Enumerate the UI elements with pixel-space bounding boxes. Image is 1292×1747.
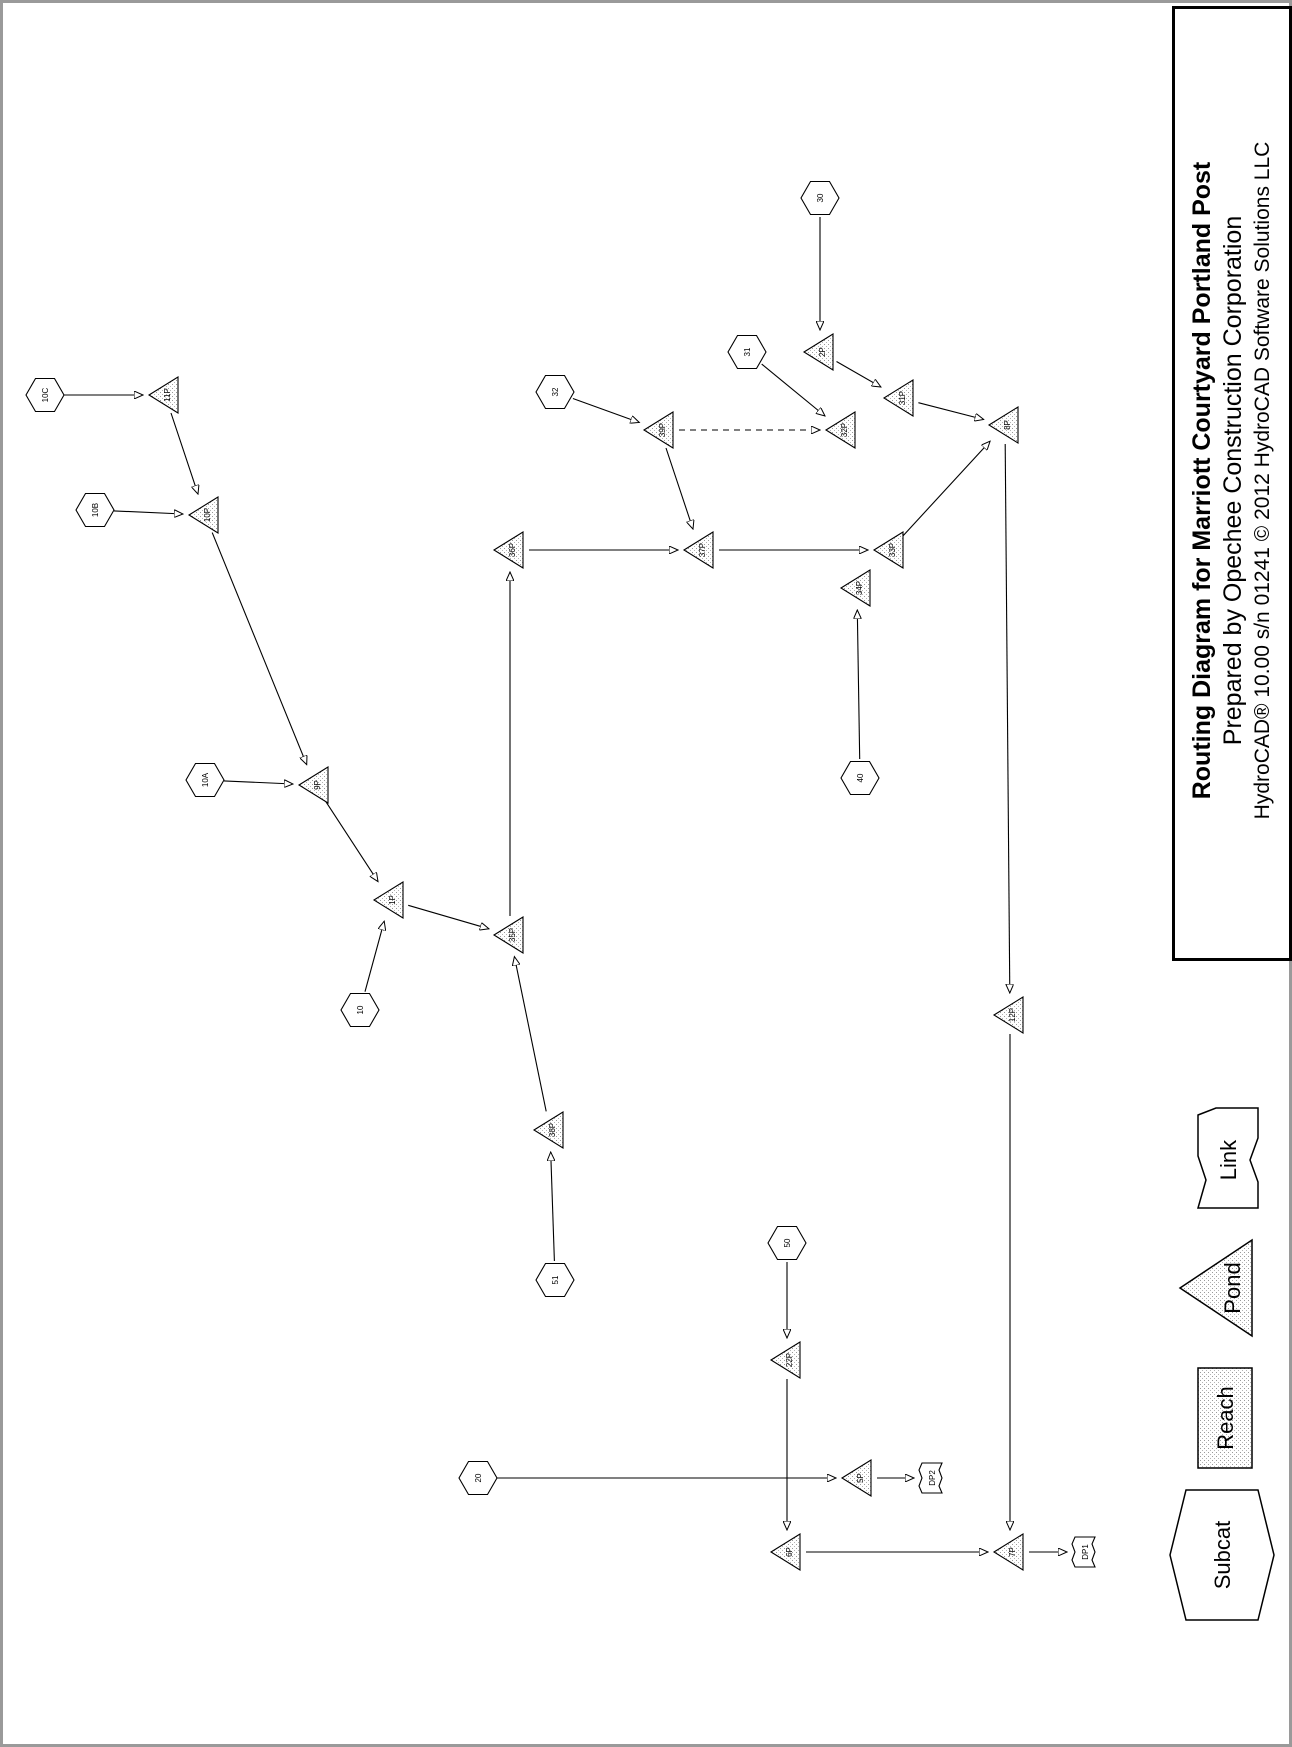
pond-node: 10P: [187, 496, 219, 534]
route-10B-to-10P: [113, 511, 183, 514]
subcatchment-label: 31: [743, 347, 752, 356]
pond-node: 37P: [682, 531, 714, 569]
subcatchment-node: 31: [727, 334, 767, 370]
subcatchment-node: 20: [458, 1460, 498, 1496]
pond-label: 37P: [698, 543, 707, 557]
pond-node: 12P: [992, 996, 1024, 1034]
route-38P-to-35P: [514, 957, 547, 1112]
pond-label: 34P: [855, 581, 864, 595]
pond-node: 6P: [769, 1533, 801, 1571]
route-8P-to-12P: [1004, 443, 1010, 993]
subcatchment-label: 50: [783, 1238, 792, 1247]
route-32-to-39P: [572, 397, 639, 423]
legend-subcat-label: Subcat: [1210, 1521, 1235, 1590]
route-51-to-38P: [551, 1152, 555, 1262]
preparer-line: Prepared by Opechee Construction Corpora…: [1219, 215, 1247, 746]
link-label: DP2: [928, 1470, 937, 1486]
title-block: Routing Diagram for Marriott Courtyard P…: [1172, 6, 1292, 961]
subcatchment-node: 10C: [25, 377, 65, 413]
legend-link-symbol: [1197, 1107, 1259, 1209]
pond-node: 38P: [532, 1111, 564, 1149]
subcatchment-node: 10B: [75, 492, 115, 528]
route-1P-to-35P: [408, 904, 489, 929]
subcatchment-label: 51: [551, 1275, 560, 1284]
pond-node: 11P: [147, 376, 179, 414]
pond-label: 6P: [785, 1547, 794, 1557]
pond-node: 35P: [492, 916, 524, 954]
subcatchment-label: 30: [816, 193, 825, 202]
pond-label: 1P: [388, 895, 397, 905]
pond-label: 12P: [1008, 1008, 1017, 1022]
subcatchment-label: 20: [474, 1473, 483, 1482]
pond-label: 22P: [785, 1353, 794, 1367]
pond-node: 33P: [872, 531, 904, 569]
pond-label: 2P: [818, 347, 827, 357]
route-31P-to-8P: [918, 402, 983, 420]
legend-link-label: Link: [1216, 1139, 1241, 1180]
pond-label: 36P: [508, 543, 517, 557]
subcatchment-node: 10A: [185, 762, 225, 798]
route-11P-to-10P: [170, 412, 198, 494]
subcatchment-node: 40: [840, 760, 880, 796]
route-39P-to-37P: [665, 447, 693, 529]
pond-node: 34P: [839, 569, 871, 607]
pond-label: 33P: [888, 543, 897, 557]
subcatchment-node: 32: [535, 374, 575, 410]
legend-pond-symbol: [1178, 1238, 1253, 1338]
subcatchment-label: 10B: [91, 503, 100, 517]
pond-label: 32P: [840, 423, 849, 437]
pond-node: 8P: [987, 406, 1019, 444]
route-10-to-1P: [364, 921, 384, 992]
pond-label: 11P: [163, 388, 172, 402]
pond-label: 8P: [1003, 420, 1012, 430]
legend-reach-symbol: [1197, 1367, 1253, 1469]
route-33P-to-8P: [902, 441, 990, 537]
route-31-to-32P: [761, 363, 825, 416]
link-label: DP1: [1081, 1544, 1090, 1560]
route-9P-to-1P: [324, 800, 378, 882]
route-10A-to-9P: [223, 781, 293, 784]
pond-label: 7P: [1008, 1547, 1017, 1557]
pond-node: 9P: [297, 766, 329, 804]
subcatchment-label: 40: [856, 773, 865, 782]
pond-node: 36P: [492, 531, 524, 569]
subcatchment-node: 10: [340, 992, 380, 1028]
route-2P-to-31P: [836, 361, 881, 388]
subcatchment-node: 50: [767, 1225, 807, 1261]
pond-node: 32P: [824, 411, 856, 449]
route-40-to-34P: [857, 610, 859, 760]
route-10P-to-9P: [211, 532, 307, 765]
subcatchment-label: 10C: [41, 387, 50, 402]
subcatchment-label: 32: [551, 387, 560, 396]
pond-label: 10P: [203, 508, 212, 522]
pond-node: 1P: [372, 881, 404, 919]
pond-node: 39P: [642, 411, 674, 449]
link-node: DP1: [1071, 1536, 1096, 1568]
pond-label: 39P: [658, 423, 667, 437]
pond-label: 9P: [313, 780, 322, 790]
software-line: HydroCAD® 10.00 s/n 01241 © 2012 HydroCA…: [1251, 141, 1274, 820]
pond-node: 7P: [992, 1533, 1024, 1571]
subcatchment-node: 51: [535, 1262, 575, 1298]
pond-label: 31P: [898, 391, 907, 405]
pond-label: 38P: [548, 1123, 557, 1137]
link-node: DP2: [918, 1462, 943, 1494]
subcatchment-label: 10: [356, 1005, 365, 1014]
legend-reach-label: Reach: [1213, 1386, 1238, 1450]
title-text: Routing Diagram for Marriott Courtyard P…: [1175, 3, 1289, 958]
pond-label: 5P: [856, 1473, 865, 1483]
pond-node: 5P: [840, 1459, 872, 1497]
pond-node: 31P: [882, 379, 914, 417]
diagram-title: Routing Diagram for Marriott Courtyard P…: [1188, 161, 1216, 800]
subcatchment-label: 10A: [201, 772, 210, 787]
legend-subcat-symbol: [1169, 1489, 1275, 1621]
subcatchment-node: 30: [800, 180, 840, 216]
legend-pond-label: Pond: [1220, 1262, 1245, 1313]
pond-node: 22P: [769, 1341, 801, 1379]
pond-label: 35P: [508, 928, 517, 942]
pond-node: 2P: [802, 333, 834, 371]
